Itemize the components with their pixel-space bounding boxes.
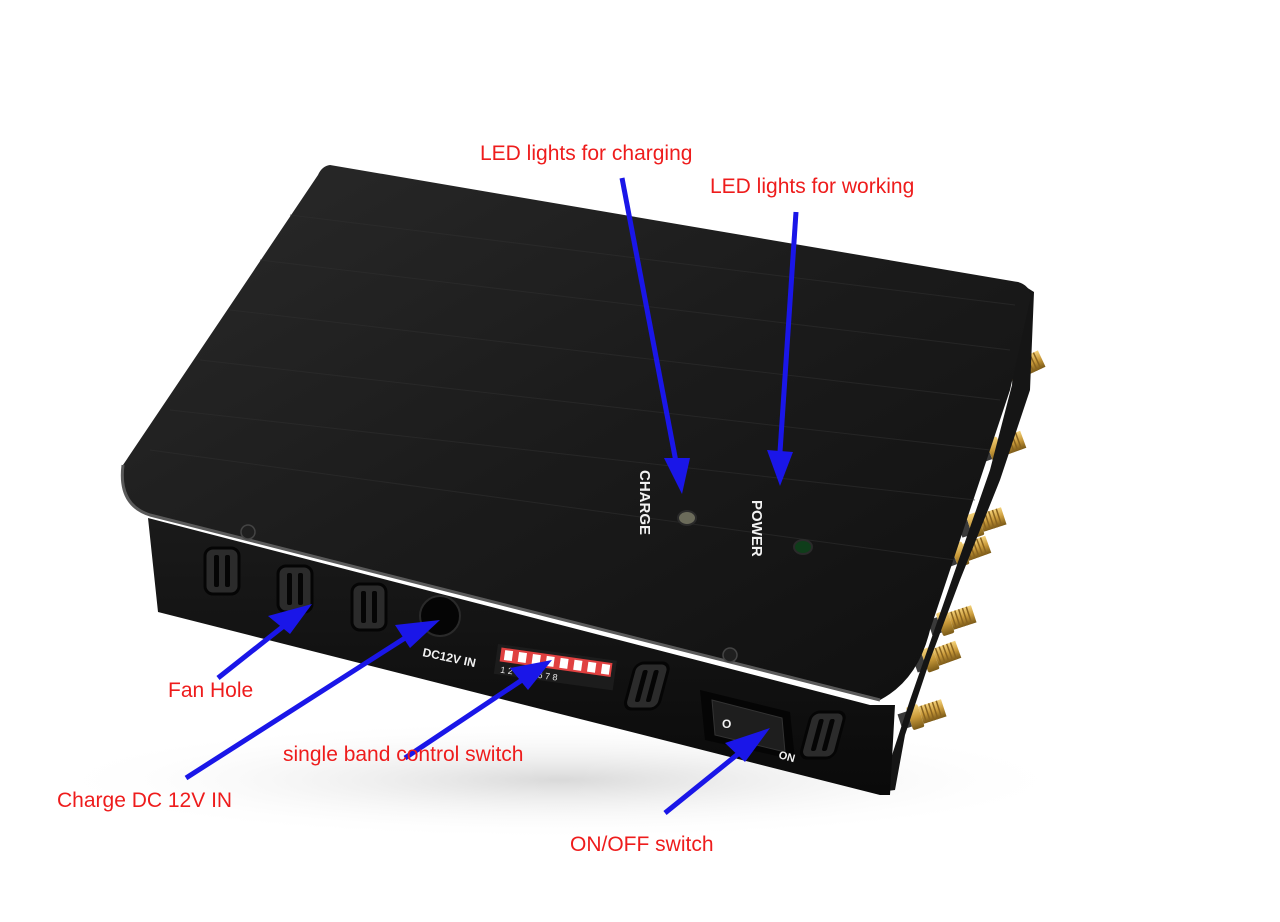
callout-charge-dc: Charge DC 12V IN (57, 789, 233, 812)
arrow-single-band (403, 677, 524, 761)
screw (240, 524, 256, 540)
callout-led-charging: LED lights for charging (480, 142, 693, 165)
annotation-arrows (184, 177, 799, 815)
charge-label: CHARGE (636, 470, 653, 535)
device-top-face (122, 165, 1031, 700)
callout-onoff: ON/OFF switch (570, 833, 714, 856)
arrow-charge-dc (184, 635, 407, 781)
callout-fan-hole: Fan Hole (168, 679, 254, 702)
arrow-led-charging (619, 177, 679, 463)
callout-led-working: LED lights for working (710, 175, 915, 198)
top-edge-highlight (120, 464, 881, 702)
rocker-on-label: ON (777, 749, 796, 765)
floor-shadow (40, 720, 1080, 840)
arrow-led-working (777, 211, 799, 453)
charge-led (677, 510, 697, 526)
rocker-off-label: O (722, 717, 731, 731)
rocker-switch: O ON (700, 690, 796, 765)
arrow-fan-hole (216, 623, 287, 680)
brushed-texture (149, 214, 1016, 561)
power-led (793, 539, 813, 555)
arrow-onoff (663, 752, 740, 815)
callout-single-band: single band control switch (283, 743, 524, 766)
screw (722, 647, 738, 663)
power-label: POWER (748, 500, 765, 557)
